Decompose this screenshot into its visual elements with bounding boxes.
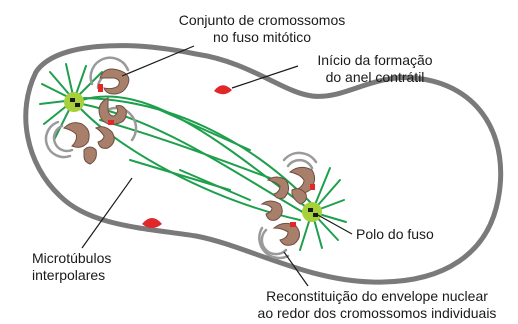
label-interpolar-microtubules-line2: interpolares	[32, 267, 106, 283]
label-chromosome-set-line2: no fuso mitótico	[212, 29, 312, 45]
chromosome-markers-right	[290, 184, 315, 227]
chromosomes-right	[260, 166, 316, 246]
label-nuclear-envelope-line1: Reconstituição do envelope nuclear	[266, 288, 488, 304]
leader-lines	[81, 45, 353, 287]
label-contractile-ring: Início da formação do anel contrátil	[300, 52, 450, 86]
label-contractile-ring-line1: Início da formação	[317, 52, 433, 68]
chromosome-markers-left	[98, 84, 114, 125]
contractile-ring	[142, 85, 232, 228]
label-chromosome-set-line1: Conjunto de cromossomos	[178, 12, 346, 28]
label-nuclear-envelope-line2: ao redor dos cromossomos individuais	[257, 305, 497, 321]
contractile-ring-bottom	[142, 218, 162, 228]
label-interpolar-microtubules: Microtúbulos interpolares	[32, 250, 111, 284]
chromosomes-left	[63, 68, 130, 165]
interpolar-microtubules	[79, 95, 315, 221]
label-spindle-pole: Polo do fuso	[356, 226, 434, 242]
contractile-ring-top	[214, 85, 232, 95]
label-interpolar-microtubules-line1: Microtúbulos	[32, 250, 112, 266]
label-chromosome-set: Conjunto de cromossomos no fuso mitótico	[172, 12, 352, 46]
spindle-pole-left	[64, 92, 84, 112]
label-nuclear-envelope: Reconstituição do envelope nuclear ao re…	[238, 288, 516, 322]
label-contractile-ring-line2: do anel contrátil	[325, 69, 425, 85]
spindle-pole-right	[302, 202, 322, 222]
